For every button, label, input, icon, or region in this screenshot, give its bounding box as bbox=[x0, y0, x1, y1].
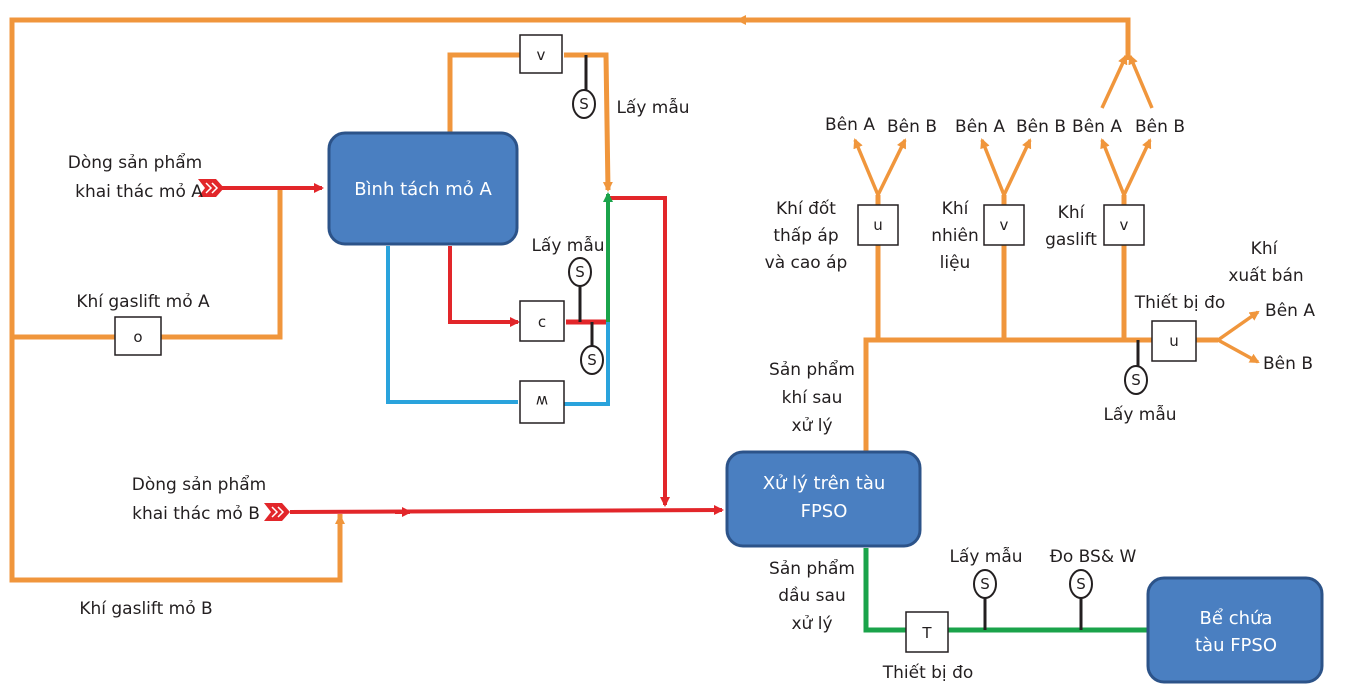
product-a-label-1: Dòng sản phẩm bbox=[68, 152, 202, 173]
svg-text:u: u bbox=[873, 216, 883, 234]
gas-product-label-3: xử lý bbox=[791, 416, 832, 436]
sampler-bsw[interactable]: S bbox=[1069, 569, 1093, 630]
side-a-label-3: Bên A bbox=[1072, 117, 1122, 137]
storage-box[interactable]: Bể chứa tàu FPSO bbox=[1146, 576, 1324, 684]
c-meter[interactable]: c bbox=[519, 300, 565, 342]
gaslift-b-label: Khí gaslift mỏ B bbox=[79, 599, 212, 619]
oil-lines bbox=[603, 192, 1148, 633]
valve-top[interactable]: v bbox=[519, 34, 563, 74]
side-a-label-1: Bên A bbox=[825, 115, 875, 135]
oil-product-label-2: dầu sau bbox=[778, 585, 845, 606]
fpso-oil-line bbox=[863, 548, 906, 633]
svg-text:v: v bbox=[1000, 216, 1009, 234]
svg-text:w: w bbox=[536, 392, 548, 410]
gas-product-label-1: Sản phẩm bbox=[769, 359, 855, 380]
product-b-label-2: khai thác mỏ B bbox=[132, 504, 260, 524]
gas-product-label-2: khí sau bbox=[782, 388, 843, 408]
u-fuel-gas-meter[interactable]: u bbox=[857, 204, 899, 246]
water-lines bbox=[386, 246, 610, 406]
svg-text:v: v bbox=[1120, 216, 1129, 234]
fuel-gas-label-2: thấp áp bbox=[773, 225, 838, 246]
svg-text:S: S bbox=[579, 95, 589, 113]
orifice-a[interactable]: o bbox=[114, 316, 162, 356]
side-a-label-2: Bên A bbox=[955, 117, 1005, 137]
storage-label-1: Bể chứa bbox=[1200, 608, 1273, 629]
svg-text:S: S bbox=[1076, 575, 1086, 593]
oil-product-label-3: xử lý bbox=[791, 614, 832, 634]
inlet-chevron-b bbox=[264, 503, 290, 521]
separator-water-outlet bbox=[386, 246, 518, 404]
svg-text:v: v bbox=[537, 46, 546, 64]
sampler-oil[interactable]: S bbox=[973, 569, 997, 630]
export-label-1: Khí bbox=[1251, 239, 1279, 259]
bsw-label: Đo BS& W bbox=[1050, 547, 1137, 567]
fpso-box[interactable]: Xử lý trên tàu FPSO bbox=[725, 450, 922, 548]
product-b-line bbox=[289, 505, 724, 516]
fuel-label-1: Khí bbox=[942, 199, 970, 219]
gaslift-a-label: Khí gaslift mỏ A bbox=[76, 292, 210, 312]
oil-product-label-1: Sản phẩm bbox=[769, 558, 855, 579]
svg-text:u: u bbox=[1169, 332, 1179, 350]
product-b-label-1: Dòng sản phẩm bbox=[132, 474, 266, 495]
gaslift-label-2: gaslift bbox=[1045, 230, 1097, 250]
fuel-label-2: nhiên bbox=[931, 226, 979, 246]
export-label-2: xuất bán bbox=[1228, 265, 1303, 286]
separator-liquid-outlet bbox=[448, 246, 520, 327]
valve-to-mixer bbox=[564, 52, 613, 192]
mixed-to-fpso bbox=[610, 196, 670, 507]
fuel-gas-label-3: và cao áp bbox=[765, 253, 848, 273]
side-b-label-3: Bên B bbox=[1135, 117, 1185, 137]
side-b-label-1: Bên B bbox=[887, 117, 937, 137]
export-side-a-label: Bên A bbox=[1265, 301, 1315, 321]
svg-text:o: o bbox=[133, 328, 142, 346]
text-labels: Dòng sản phẩm khai thác mỏ A Khí gaslift… bbox=[68, 97, 1316, 683]
t-oil-meter[interactable]: T bbox=[905, 611, 949, 653]
w-meter[interactable]: w bbox=[519, 380, 565, 424]
v-gaslift-meter[interactable]: v bbox=[1103, 204, 1145, 246]
separator-box[interactable]: Bình tách mỏ A bbox=[327, 131, 519, 246]
fuel-gas-label-1: Khí đốt bbox=[776, 198, 836, 219]
fpso-gas-line bbox=[863, 337, 1152, 452]
sampling-top-label: Lấy mẫu bbox=[616, 97, 689, 118]
separator-gas-outlet bbox=[447, 52, 520, 132]
svg-text:T: T bbox=[921, 624, 932, 642]
svg-text:S: S bbox=[980, 575, 990, 593]
inlet-chevron-a bbox=[198, 179, 224, 197]
storage-label-2: tàu FPSO bbox=[1195, 635, 1277, 656]
w-meter-outlet bbox=[564, 322, 610, 406]
sampler-mid-upper[interactable]: S bbox=[568, 257, 592, 322]
side-b-label-2: Bên B bbox=[1016, 117, 1066, 137]
sampler-gas-meter[interactable]: S bbox=[1124, 340, 1148, 395]
fpso-label-1: Xử lý trên tàu bbox=[763, 473, 886, 494]
svg-text:S: S bbox=[1131, 371, 1141, 389]
product-lines bbox=[222, 183, 724, 517]
svg-text:S: S bbox=[587, 351, 597, 369]
gas-split-arrows bbox=[335, 54, 1260, 580]
sampling-oil-label: Lấy mẫu bbox=[949, 546, 1022, 567]
gaslift-label-1: Khí bbox=[1058, 203, 1086, 223]
sampling-meter-label: Lấy mẫu bbox=[1103, 404, 1176, 425]
sampling-mid-label: Lấy mẫu bbox=[531, 235, 604, 256]
product-a-label-2: khai thác mỏ A bbox=[75, 182, 203, 202]
gaslift-a-line bbox=[12, 188, 283, 340]
fuel-label-3: liệu bbox=[940, 253, 971, 273]
sampler-mid-lower[interactable]: S bbox=[580, 322, 604, 375]
separator-label: Bình tách mỏ A bbox=[354, 179, 492, 200]
u-export-meter[interactable]: u bbox=[1151, 320, 1197, 362]
svg-text:c: c bbox=[538, 313, 546, 331]
fpso-label-2: FPSO bbox=[801, 501, 848, 522]
svg-text:S: S bbox=[575, 263, 585, 281]
meter-oil-label: Thiết bị đo bbox=[882, 662, 974, 683]
export-side-b-label: Bên B bbox=[1263, 354, 1313, 374]
meter-gas-label: Thiết bị đo bbox=[1134, 292, 1226, 313]
sampler-top[interactable]: S bbox=[572, 55, 596, 119]
v-fuel-meter[interactable]: v bbox=[983, 204, 1025, 246]
